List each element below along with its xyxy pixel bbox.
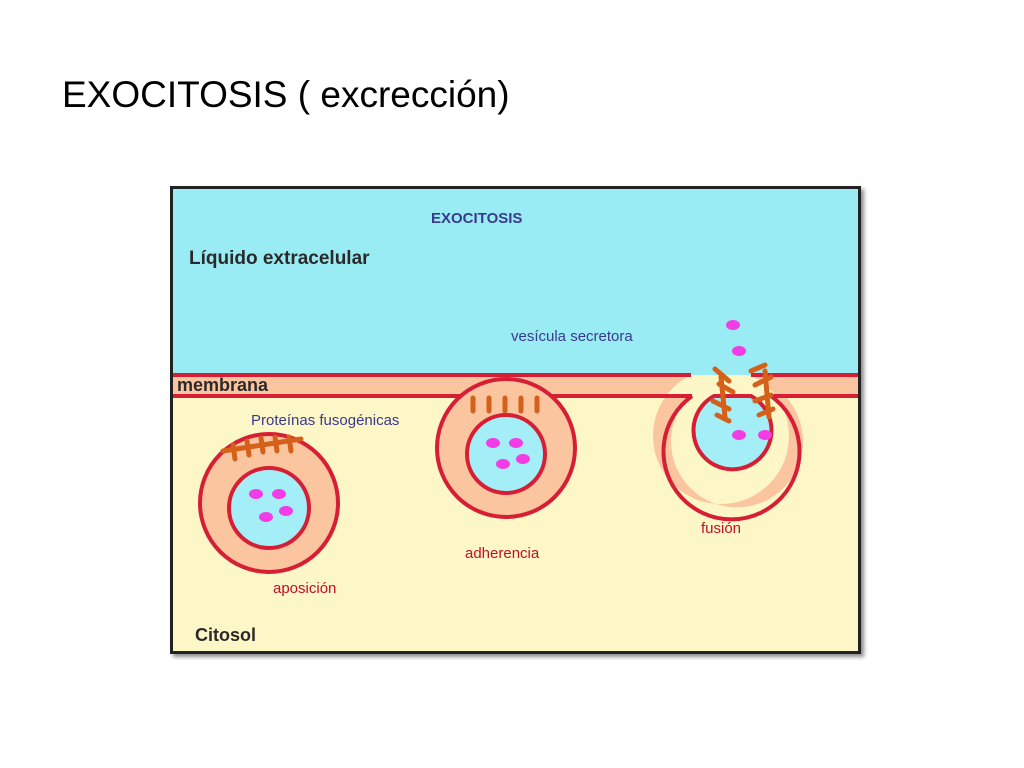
proteins-label: Proteínas fusogénicas [251, 412, 399, 429]
plasma-membrane [173, 375, 858, 508]
cargo-dot [279, 506, 293, 516]
cargo-dot [516, 454, 530, 464]
fusion-pocket-outer [661, 394, 802, 522]
exocytosis-diagram: EXOCITOSIS Líquido extracelular vesícula… [170, 186, 861, 654]
fusogenic-proteins [470, 395, 540, 414]
stage-label-apposition: aposición [273, 580, 336, 597]
stage-label-adherence: adherencia [465, 545, 540, 562]
cargo-dot [758, 430, 772, 440]
cargo-dot [732, 430, 746, 440]
extracellular-label: Líquido extracelular [189, 248, 370, 269]
vesicle-label: vesícula secretora [511, 328, 633, 345]
vesicle-apposition [198, 432, 340, 574]
cytosol-label: Citosol [195, 625, 256, 645]
membrane-label: membrana [177, 375, 269, 395]
cargo-dot [249, 489, 263, 499]
vesicle-adherence [435, 377, 577, 519]
cargo-dot [509, 438, 523, 448]
diagram-heading: EXOCITOSIS [431, 210, 522, 227]
cargo-dot [496, 459, 510, 469]
slide-title: EXOCITOSIS ( excrección) [62, 74, 510, 115]
cargo-dot [726, 320, 740, 330]
extracellular-region [173, 189, 858, 375]
cargo-dot [732, 346, 746, 356]
cargo-dot [486, 438, 500, 448]
cargo-dot [259, 512, 273, 522]
fusogenic-proteins [220, 434, 304, 462]
stage-label-fusion: fusión [701, 520, 741, 537]
vesicle-fusion [710, 320, 776, 440]
cargo-dot [272, 489, 286, 499]
fusogenic-proteins [710, 362, 776, 424]
